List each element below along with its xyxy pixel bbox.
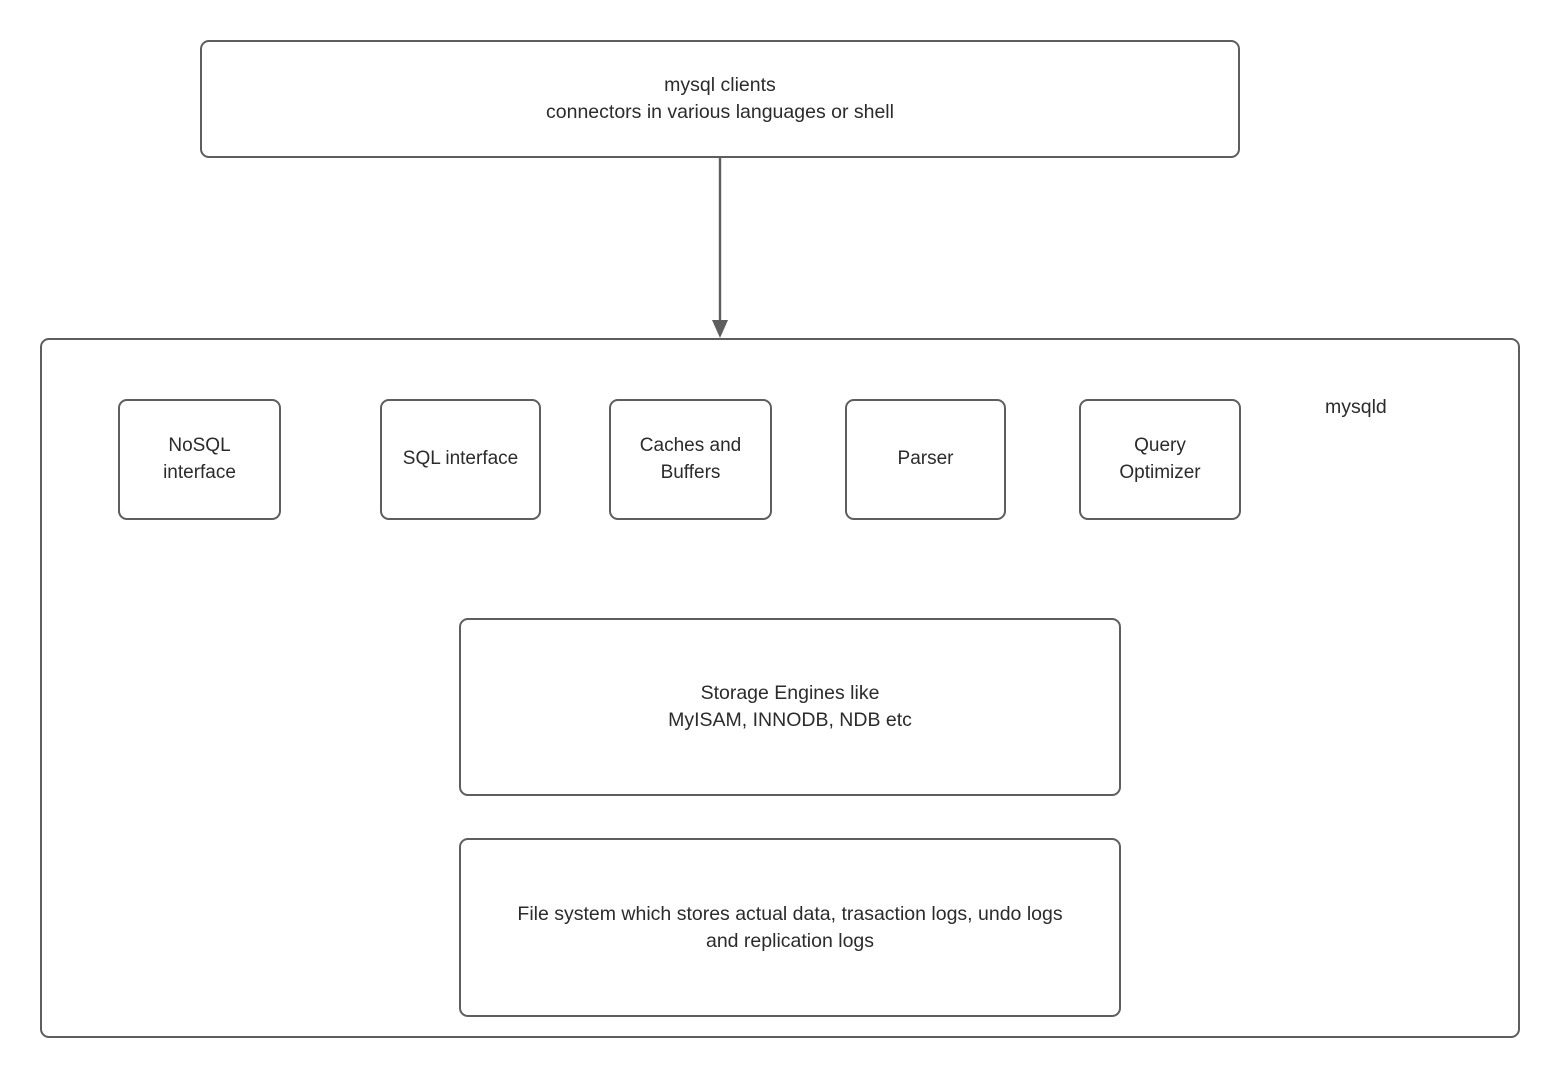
component-label: Caches and Buffers xyxy=(639,435,742,483)
component-label: Query Optimizer xyxy=(1119,435,1201,483)
storage-engines-label: Storage Engines like MyISAM, INNODB, NDB… xyxy=(668,682,912,731)
component-label: NoSQL interface xyxy=(163,435,236,483)
mysql-clients-label: mysql clients connectors in various lang… xyxy=(546,74,894,123)
component-box-nosql-interface[interactable]: NoSQL interface xyxy=(118,399,281,520)
file-system-label: File system which stores actual data, tr… xyxy=(517,902,1063,952)
arrow-head-icon xyxy=(712,320,728,338)
component-label: Parser xyxy=(897,448,954,470)
component-box-sql-interface[interactable]: SQL interface xyxy=(380,399,541,520)
file-system-box[interactable]: File system which stores actual data, tr… xyxy=(459,838,1121,1017)
mysqld-label: mysqld xyxy=(1325,396,1387,418)
component-box-parser[interactable]: Parser xyxy=(845,399,1006,520)
component-box-caches-and-buffers[interactable]: Caches and Buffers xyxy=(609,399,772,520)
mysql-clients-box[interactable]: mysql clients connectors in various lang… xyxy=(200,40,1240,158)
component-label: SQL interface xyxy=(402,448,519,470)
storage-engines-box[interactable]: Storage Engines like MyISAM, INNODB, NDB… xyxy=(459,618,1121,796)
component-box-query-optimizer[interactable]: Query Optimizer xyxy=(1079,399,1241,520)
